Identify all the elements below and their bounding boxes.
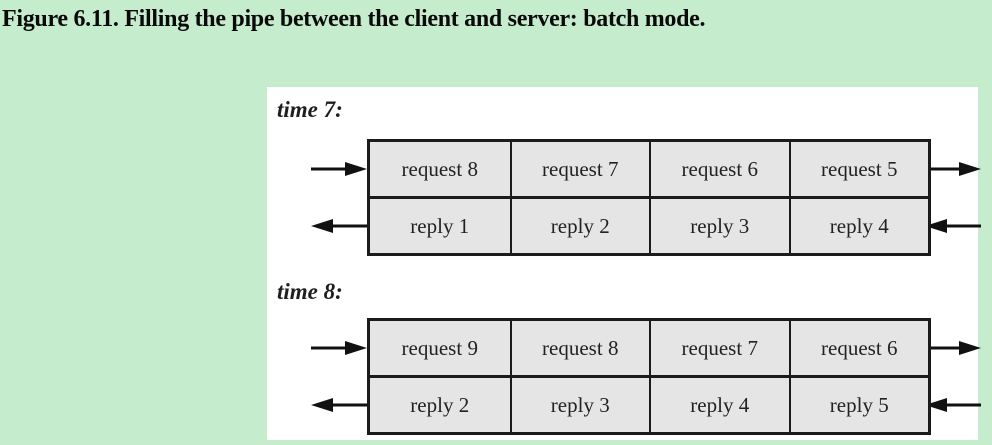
reply-cell: reply 2 — [509, 199, 649, 253]
request-outflow-arrow-icon — [925, 162, 981, 176]
request-cell: request 7 — [649, 321, 789, 375]
reply-cell: reply 5 — [788, 378, 928, 432]
request-row: request 8 request 7 request 6 request 5 — [370, 142, 928, 196]
request-cell: request 6 — [788, 321, 928, 375]
reply-inflow-arrow-icon — [925, 219, 981, 233]
pipe-time-7: request 8 request 7 request 6 request 5 … — [367, 139, 931, 256]
diagram-panel: time 7: request 8 request 7 request 6 re… — [267, 87, 981, 440]
reply-cell: reply 4 — [788, 199, 928, 253]
time-8-label: time 8: — [277, 279, 343, 304]
reply-cell: reply 3 — [509, 378, 649, 432]
reply-row: reply 2 reply 3 reply 4 reply 5 — [370, 375, 928, 432]
reply-cell: reply 3 — [649, 199, 789, 253]
request-inflow-arrow-icon — [311, 162, 367, 176]
pipe-time-8: request 9 request 8 request 7 request 6 … — [367, 318, 931, 435]
request-cell: request 8 — [509, 321, 649, 375]
reply-row: reply 1 reply 2 reply 3 reply 4 — [370, 196, 928, 253]
time-7-label: time 7: — [277, 97, 343, 122]
request-cell: request 9 — [370, 321, 510, 375]
request-inflow-arrow-icon — [311, 341, 367, 355]
reply-outflow-arrow-icon — [311, 398, 367, 412]
request-cell: request 8 — [370, 142, 510, 196]
request-cell: request 6 — [649, 142, 789, 196]
figure-caption: Figure 6.11. Filling the pipe between th… — [2, 6, 706, 32]
request-cell: request 7 — [509, 142, 649, 196]
reply-inflow-arrow-icon — [925, 398, 981, 412]
reply-outflow-arrow-icon — [311, 219, 367, 233]
request-cell: request 5 — [788, 142, 928, 196]
request-row: request 9 request 8 request 7 request 6 — [370, 321, 928, 375]
reply-cell: reply 1 — [370, 199, 510, 253]
reply-cell: reply 2 — [370, 378, 510, 432]
request-outflow-arrow-icon — [925, 341, 981, 355]
reply-cell: reply 4 — [649, 378, 789, 432]
